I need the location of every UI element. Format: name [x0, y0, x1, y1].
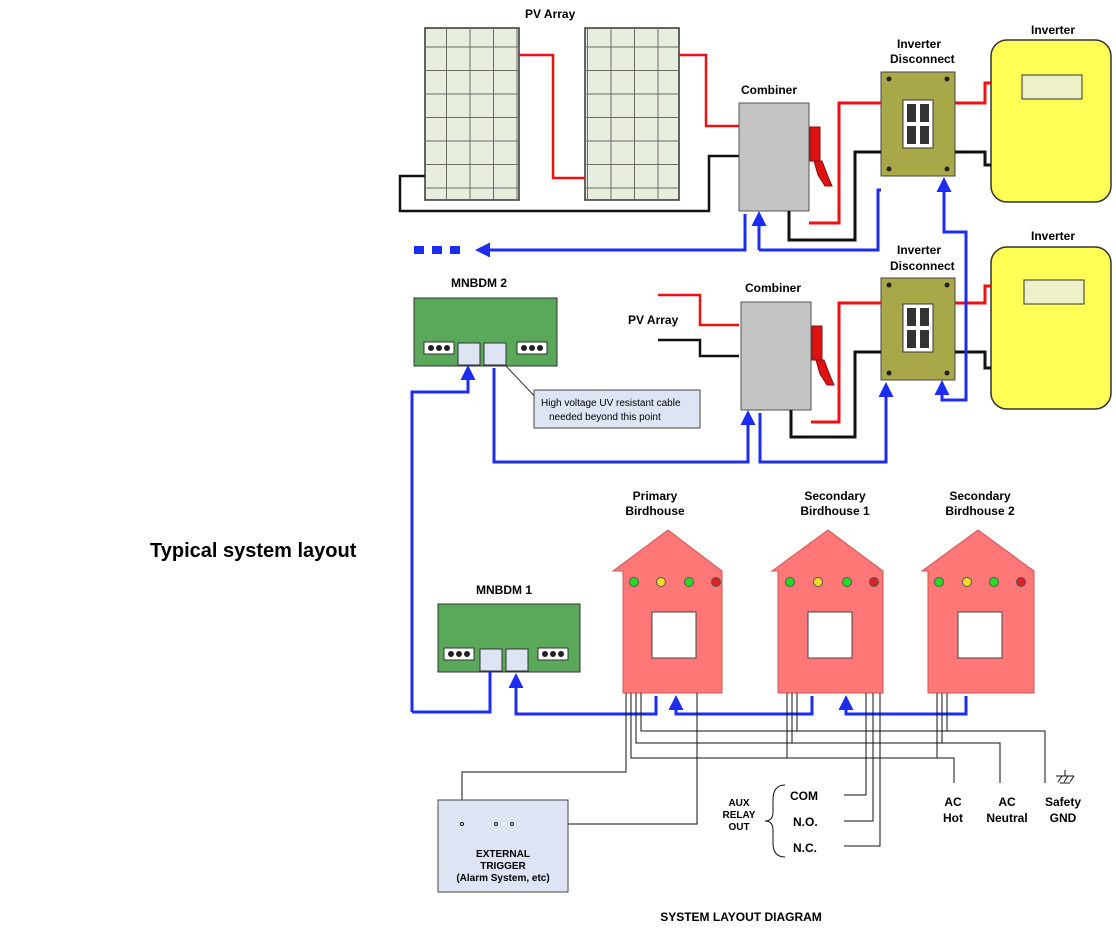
pv-top-wiring: [398, 53, 739, 213]
bottom-blue-network: [412, 672, 968, 716]
external-trigger-line-3: (Alarm System, etc): [456, 873, 549, 884]
led-yellow: [962, 577, 972, 587]
inverter-mid: [990, 246, 1112, 410]
birdhouse-secondary-2: Secondary Birdhouse 2: [920, 489, 1035, 694]
ac-hot-line-1: AC: [944, 795, 962, 809]
disconnect-mid-label-2: Disconnect: [890, 259, 955, 273]
birdhouse-secondary1-label-1: Secondary: [804, 489, 866, 503]
external-trigger-line-1: EXTERNAL: [476, 849, 530, 860]
cable-note-line-1: High voltage UV resistant cable: [541, 398, 681, 409]
led-red: [1016, 577, 1026, 587]
relay-nc: N.C.: [793, 841, 817, 855]
inverter-mid-label: Inverter: [1031, 229, 1075, 243]
birdhouse-primary-label-2: Birdhouse: [625, 504, 685, 518]
led-green: [842, 577, 852, 587]
birdhouse-secondary2-label-1: Secondary: [949, 489, 1011, 503]
top-power-wiring: [787, 81, 991, 242]
safety-gnd-line-1: Safety: [1045, 795, 1081, 809]
relay-com: COM: [790, 789, 818, 803]
aux-relay-line-2: RELAY: [723, 810, 756, 821]
inverter-disconnect-top: [880, 71, 956, 177]
mnbdm1-board: [437, 603, 581, 673]
led-red: [711, 577, 721, 587]
birdhouse-primary-label-1: Primary: [633, 489, 678, 503]
led-green: [989, 577, 999, 587]
ac-neutral-line-1: AC: [998, 795, 1016, 809]
inverter-top-label: Inverter: [1031, 23, 1075, 37]
aux-relay-line-1: AUX: [728, 798, 749, 809]
led-yellow: [813, 577, 823, 587]
combiner-mid: [740, 301, 812, 411]
external-trigger-box: EXTERNAL TRIGGER (Alarm System, etc): [437, 799, 569, 893]
mnbdm2-label: MNBDM 2: [451, 276, 507, 290]
mid-blue-network: [410, 177, 968, 712]
led-green: [934, 577, 944, 587]
cable-note-line-2: needed beyond this point: [549, 412, 661, 423]
combiner-top: [738, 102, 810, 212]
pv-array-mid-label: PV Array: [628, 313, 679, 327]
trigger-switch: [460, 822, 514, 826]
disconnect-top-label-1: Inverter: [897, 37, 941, 51]
birdhouse-primary: Primary Birdhouse: [611, 489, 723, 694]
relay-brace: [764, 784, 786, 858]
aux-relay-line-3: OUT: [728, 822, 749, 833]
ac-hot-line-2: Hot: [943, 811, 963, 825]
led-green: [684, 577, 694, 587]
led-yellow: [656, 577, 666, 587]
birdhouse-secondary1-label-2: Birdhouse 1: [800, 504, 870, 518]
external-trigger-line-2: TRIGGER: [480, 861, 526, 872]
cable-note: High voltage UV resistant cable needed b…: [505, 365, 701, 429]
ground-symbol: [1056, 770, 1075, 783]
disconnect-top-label-2: Disconnect: [890, 52, 955, 66]
pv-array-top-label: PV Array: [525, 7, 576, 21]
birdhouse-secondary2-label-2: Birdhouse 2: [945, 504, 1015, 518]
ellipsis-dots: [414, 246, 460, 254]
inverter-disconnect-mid: [880, 277, 956, 381]
mid-power-wiring: [789, 284, 991, 439]
mnbdm2-board: [413, 297, 558, 367]
birdhouse-secondary-1: Secondary Birdhouse 1: [770, 489, 884, 694]
led-green: [785, 577, 795, 587]
pv-panel-right: [584, 27, 680, 201]
led-red: [869, 577, 879, 587]
mnbdm1-label: MNBDM 1: [476, 583, 532, 597]
led-green: [629, 577, 639, 587]
combiner-top-handle: [809, 126, 833, 187]
page-heading: Typical system layout: [150, 540, 357, 562]
combiner-top-label: Combiner: [741, 83, 797, 97]
inverter-top: [990, 39, 1112, 203]
pv-panel-left: [424, 27, 520, 201]
ac-neutral-line-2: Neutral: [986, 811, 1027, 825]
diagram-title: SYSTEM LAYOUT DIAGRAM: [660, 910, 822, 924]
pv-mid-wiring: [658, 293, 739, 358]
safety-gnd-line-2: GND: [1050, 811, 1077, 825]
combiner-mid-label: Combiner: [745, 281, 801, 295]
relay-no: N.O.: [793, 815, 818, 829]
disconnect-mid-label-1: Inverter: [897, 243, 941, 257]
combiner-mid-handle: [811, 325, 835, 386]
